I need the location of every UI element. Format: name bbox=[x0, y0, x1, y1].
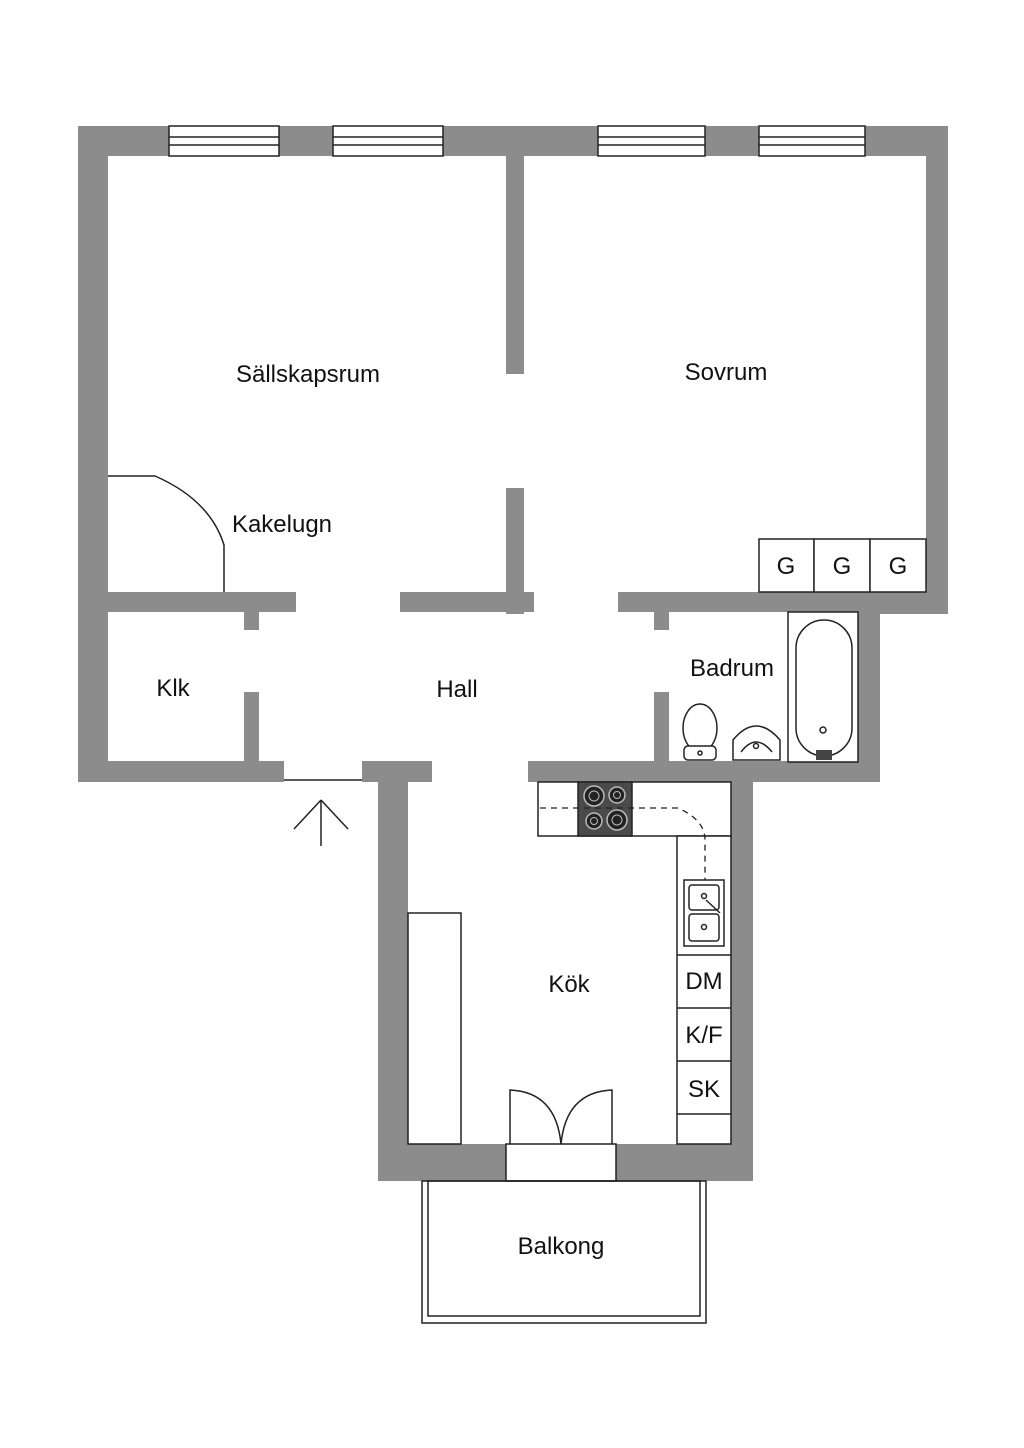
wardrobes: G G G bbox=[758, 538, 927, 593]
wall-bath-right bbox=[858, 592, 880, 782]
fridge-freezer-label: K/F bbox=[685, 1022, 722, 1049]
toilet-icon bbox=[682, 703, 718, 761]
entrance[interactable] bbox=[284, 779, 362, 846]
wall-bottom-left bbox=[78, 761, 284, 782]
wall-stub-right bbox=[654, 592, 669, 630]
room-label-klk: Klk bbox=[156, 675, 190, 702]
room-label-hall: Hall bbox=[436, 676, 477, 703]
balcony-door-frame bbox=[505, 1143, 617, 1182]
room-label-sovrum: Sovrum bbox=[685, 359, 768, 386]
wardrobe-3-label: G bbox=[889, 553, 908, 580]
stove-icon bbox=[577, 781, 633, 837]
wardrobe-1-label: G bbox=[777, 553, 796, 580]
dishwasher-label: DM bbox=[685, 968, 722, 995]
room-label-balkong: Balkong bbox=[518, 1233, 605, 1260]
wall-left bbox=[78, 126, 108, 782]
window-3 bbox=[597, 125, 706, 157]
entrance-arrow-icon bbox=[293, 799, 349, 846]
window-1 bbox=[168, 125, 280, 157]
room-label-kakelugn: Kakelugn bbox=[232, 511, 332, 538]
wall-kitchen-left bbox=[378, 761, 408, 1181]
walls bbox=[78, 126, 948, 1181]
window-2 bbox=[332, 125, 444, 157]
wardrobe-2-label: G bbox=[833, 553, 852, 580]
wall-bath-left bbox=[654, 692, 669, 772]
wall-klk-right bbox=[244, 692, 259, 772]
wall-horizontal-right bbox=[618, 592, 858, 612]
balcony-door[interactable] bbox=[505, 1089, 617, 1182]
room-label-badrum: Badrum bbox=[690, 655, 774, 682]
window-4 bbox=[758, 125, 866, 157]
kitchen-counter-left bbox=[407, 912, 462, 1145]
wall-horizontal-mid bbox=[400, 592, 534, 612]
washbasin-icon bbox=[732, 725, 781, 761]
wall-right-step bbox=[858, 592, 948, 614]
wall-divider-lower bbox=[506, 488, 524, 614]
bathtub-icon bbox=[787, 611, 859, 763]
sink-icon bbox=[683, 879, 725, 947]
wall-divider-upper bbox=[506, 156, 524, 374]
wall-kitchen-right bbox=[731, 761, 753, 1181]
kakelugn-outline bbox=[108, 475, 225, 592]
balcony bbox=[421, 1180, 707, 1324]
wardrobe-2 bbox=[813, 538, 871, 593]
wall-kitchen-bottom-left bbox=[378, 1144, 506, 1181]
balcony-door-swing-right bbox=[560, 1089, 613, 1145]
cabinet-label: SK bbox=[688, 1076, 720, 1103]
balcony-door-swing-left bbox=[509, 1089, 562, 1145]
wall-right-upper bbox=[926, 126, 948, 614]
wall-bath-bottom bbox=[528, 761, 880, 782]
wall-horizontal-left bbox=[108, 592, 296, 612]
wall-stub-left bbox=[244, 592, 259, 630]
windows bbox=[168, 125, 866, 157]
room-label-sallskapsrum: Sällskapsrum bbox=[236, 361, 380, 388]
wardrobe-1 bbox=[758, 538, 815, 593]
kitchen-counter-top bbox=[537, 781, 732, 837]
room-label-kok: Kök bbox=[548, 971, 590, 998]
wardrobe-3 bbox=[869, 538, 927, 593]
wall-kitchen-bottom-right bbox=[616, 1144, 753, 1181]
